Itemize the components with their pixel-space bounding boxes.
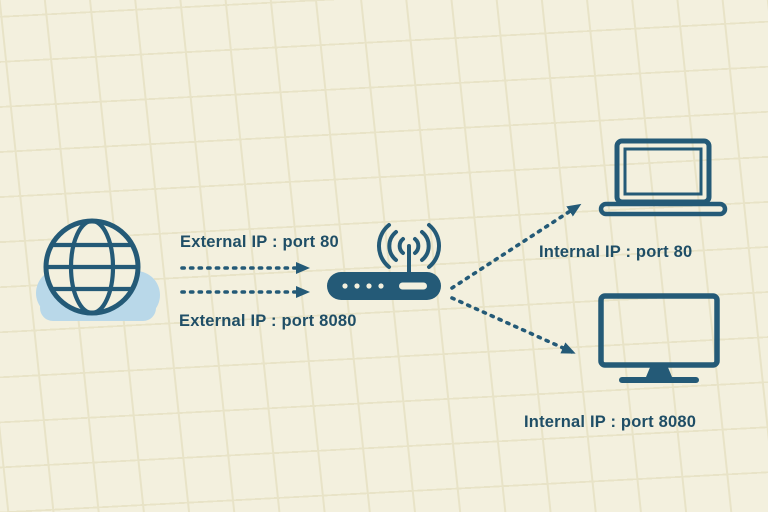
internal-port80-label: Internal IP : port 80 <box>539 243 693 261</box>
external-port80-label: External IP : port 80 <box>180 233 339 251</box>
laptop-icon <box>598 138 728 217</box>
arrow-internal-port80-icon <box>450 203 582 290</box>
router-body <box>327 272 441 300</box>
monitor-icon <box>598 293 720 383</box>
internal-port8080-label: Internal IP : port 8080 <box>524 413 697 431</box>
arrow-internal-port8080-icon <box>450 296 576 354</box>
router-icon <box>327 223 442 300</box>
globe-icon <box>43 218 141 316</box>
wifi-signal-icon <box>376 223 442 276</box>
external-port8080-label: External IP : port 8080 <box>179 312 357 330</box>
